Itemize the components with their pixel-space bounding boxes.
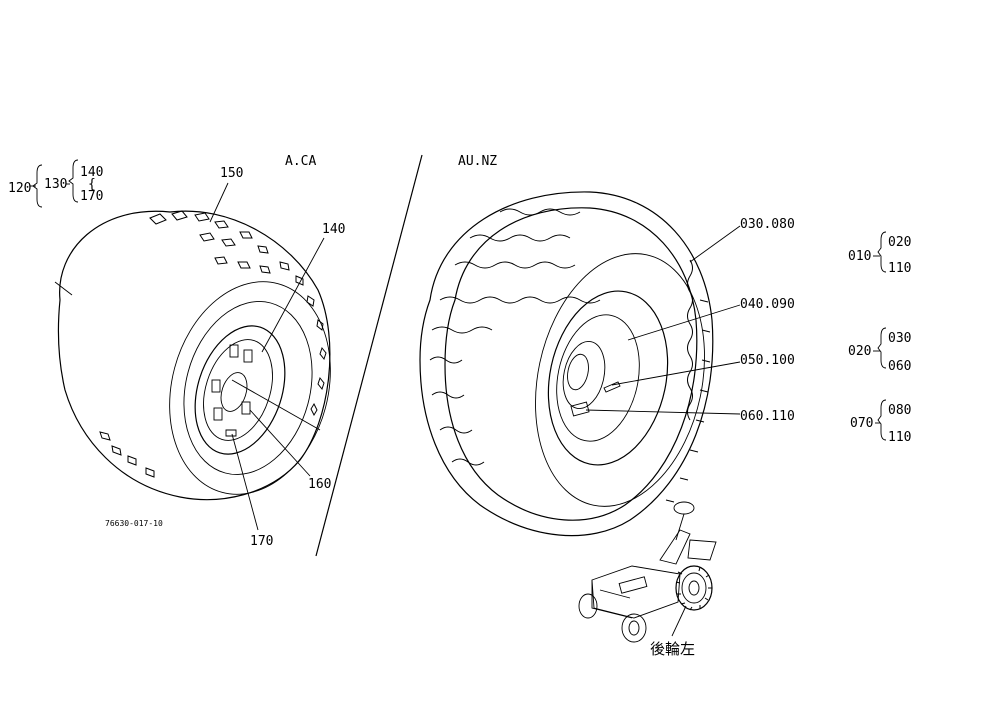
location-label: 後輪左 — [650, 640, 695, 658]
left-group-bracket: 120 130 140 170 { — [8, 159, 103, 208]
svg-text:010: 010 — [848, 249, 871, 264]
svg-text:020: 020 — [888, 235, 911, 250]
callout-160: 160 — [308, 477, 331, 492]
svg-text:030: 030 — [888, 331, 911, 346]
svg-text:110: 110 — [888, 430, 911, 445]
tractor-locator-icon — [578, 501, 717, 643]
callout-150: 150 — [220, 166, 243, 181]
svg-text:120: 120 — [8, 181, 31, 196]
region-label-left: A.CA — [285, 154, 316, 169]
svg-text:170: 170 — [80, 189, 103, 204]
callout-040-090: 040.090 — [740, 297, 795, 312]
callout-170: 170 — [250, 534, 273, 549]
svg-text:070: 070 — [850, 416, 873, 431]
callout-030-080: 030.080 — [740, 217, 795, 232]
callout-060-110: 060.110 — [740, 409, 795, 424]
right-wheel-drawing — [419, 191, 714, 537]
svg-text:020: 020 — [848, 344, 871, 359]
svg-text:060: 060 — [888, 359, 911, 374]
callout-050-100: 050.100 — [740, 353, 795, 368]
right-group-2: 020 030 060 — [848, 327, 911, 374]
svg-text:130: 130 — [44, 177, 67, 192]
callout-140: 140 — [322, 222, 345, 237]
right-group-3: 070 080 110 — [850, 399, 911, 445]
right-group-1: 010 020 110 — [848, 231, 911, 276]
region-label-right: AU.NZ — [458, 154, 497, 169]
svg-text:{: { — [88, 177, 96, 192]
drawing-number: 76630-017-10 — [105, 519, 163, 528]
svg-text:110: 110 — [888, 261, 911, 276]
divider-line — [315, 154, 423, 557]
left-wheel-drawing — [54, 210, 331, 501]
svg-text:080: 080 — [888, 403, 911, 418]
svg-text:140: 140 — [80, 165, 103, 180]
